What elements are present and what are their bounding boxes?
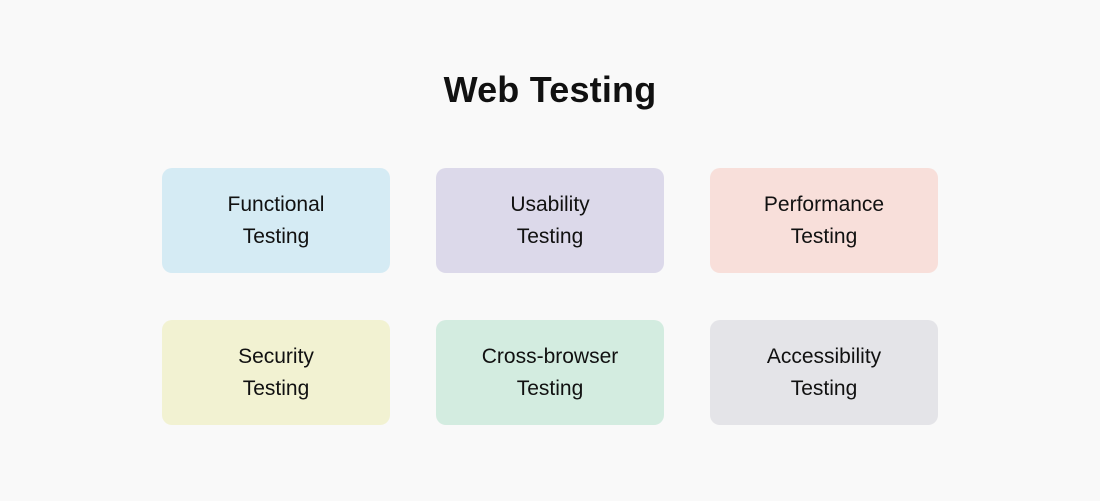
card-accessibility-testing-label: Accessibility Testing [766, 344, 882, 400]
card-functional-testing-label: Functional Testing [227, 192, 325, 248]
card-usability-testing[interactable]: Usability Testing [436, 168, 664, 273]
card-accessibility-testing[interactable]: Accessibility Testing [710, 320, 938, 425]
page-title: Web Testing [443, 69, 657, 110]
card-cross-browser-testing-label: Cross-browser Testing [481, 344, 619, 400]
testing-types-grid: Functional Testing Usability Testing Per… [162, 168, 938, 425]
card-performance-testing-label: Performance Testing [763, 192, 885, 248]
card-functional-testing[interactable]: Functional Testing [162, 168, 390, 273]
card-usability-testing-label: Usability Testing [510, 192, 590, 248]
card-security-testing[interactable]: Security Testing [162, 320, 390, 425]
card-cross-browser-testing[interactable]: Cross-browser Testing [436, 320, 664, 425]
card-performance-testing[interactable]: Performance Testing [710, 168, 938, 273]
card-security-testing-label: Security Testing [238, 344, 314, 400]
